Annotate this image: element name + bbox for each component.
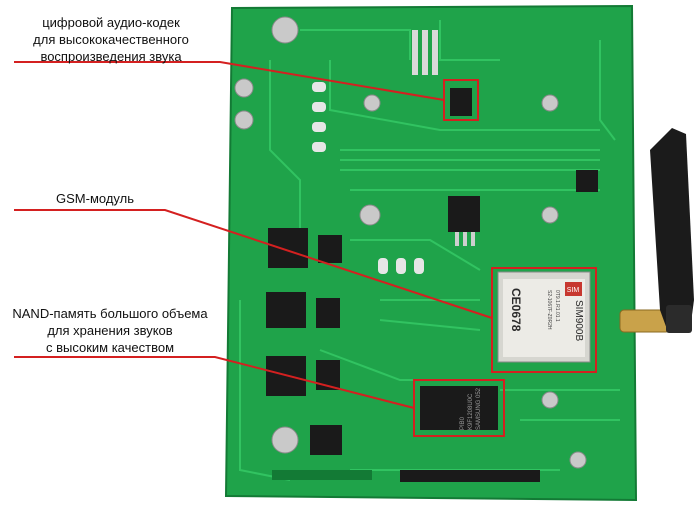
gsm-module-brand: SIM	[567, 287, 580, 294]
codec-callout-line	[14, 61, 445, 101]
pads	[312, 82, 424, 274]
left-chips	[266, 228, 342, 455]
nand-chip-code: PIB0	[460, 416, 466, 430]
mounting-hole	[541, 391, 559, 409]
mounting-hole	[271, 426, 299, 454]
gsm-label-line: GSM-модуль	[56, 191, 134, 206]
pin-header-bottom	[272, 470, 540, 482]
nand-chip-part: K9F1208U0C	[468, 393, 474, 430]
nand-label-line: с высоким качеством	[45, 340, 175, 355]
gsm-module-serial: 0T9.1.R1.01.1	[554, 290, 560, 322]
codec-label-line: цифровой аудио-кодек	[42, 15, 180, 30]
nand-label-line: для хранения звуков	[47, 323, 173, 338]
gsm-module-cert: CE0678	[509, 288, 523, 332]
small-transistor	[576, 170, 598, 192]
codec-label: цифровой аудио-кодек для высококачествен…	[16, 14, 206, 65]
nand-flash-chip	[420, 386, 498, 430]
regulator-tab	[463, 232, 467, 246]
gsm-highlight	[491, 267, 597, 373]
mounting-hole	[541, 94, 559, 112]
codec-label-line: воспроизведения звука	[40, 49, 182, 64]
gsm-module-model: SIM900B	[573, 300, 584, 341]
regulator-tab	[471, 232, 475, 246]
gsm-module-serial: S2-1067F-Z0R2H	[546, 290, 552, 330]
nand-label: NAND-память большого объема для хранения…	[10, 305, 210, 356]
regulator-tab	[455, 232, 459, 246]
mounting-hole	[541, 206, 559, 224]
mounting-hole	[234, 110, 254, 130]
gsm-callout-line	[14, 209, 493, 319]
mounting-hole	[363, 94, 381, 112]
pin-header-top	[412, 30, 438, 75]
gsm-label: GSM-модуль	[40, 190, 150, 207]
antenna	[650, 128, 694, 333]
voltage-regulator	[448, 196, 480, 232]
nand-callout-line	[14, 356, 415, 409]
mounting-hole	[359, 204, 381, 226]
codec-label-line: для высококачественного	[33, 32, 189, 47]
mounting-hole	[271, 16, 299, 44]
audio-codec-chip	[450, 88, 472, 116]
callout-lines	[14, 61, 493, 409]
sim-logo-bg	[565, 282, 582, 296]
mounting-hole	[234, 78, 254, 98]
mounting-hole	[569, 451, 587, 469]
nand-chip-maker: SAMSUNG 052	[476, 387, 482, 430]
nand-label-line: NAND-память большого объема	[12, 306, 208, 321]
